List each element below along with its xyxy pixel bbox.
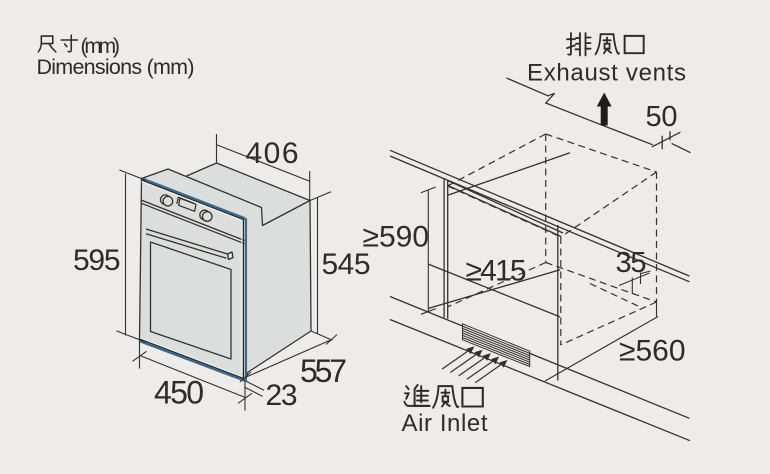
svg-text:≥415: ≥415 xyxy=(466,255,527,288)
svg-text:545: 545 xyxy=(322,248,371,281)
svg-text:≥560: ≥560 xyxy=(619,335,686,368)
svg-text:557: 557 xyxy=(300,353,347,389)
svg-text:450: 450 xyxy=(154,375,204,411)
svg-text:35: 35 xyxy=(616,247,647,279)
svg-text:595: 595 xyxy=(73,244,121,277)
svg-text:50: 50 xyxy=(646,101,678,133)
svg-text:Air Inlet: Air Inlet xyxy=(402,410,488,437)
svg-text:Dimensions (mm): Dimensions (mm) xyxy=(37,55,195,79)
svg-text:≥590: ≥590 xyxy=(363,221,430,254)
svg-text:(mm): (mm) xyxy=(81,35,121,58)
svg-text:406: 406 xyxy=(246,137,299,170)
svg-text:23: 23 xyxy=(266,379,298,412)
svg-text:Exhaust vents: Exhaust vents xyxy=(527,60,686,87)
